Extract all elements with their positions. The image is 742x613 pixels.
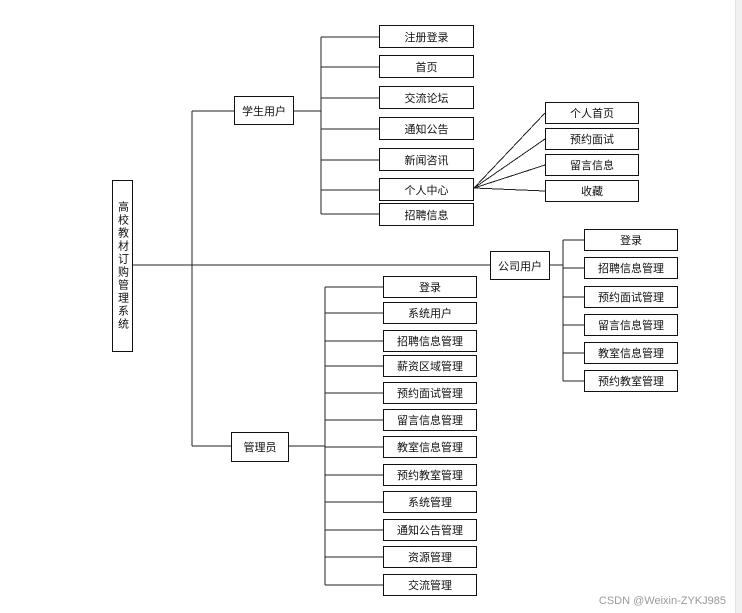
connector-line bbox=[473, 112, 546, 189]
company-item: 登录 bbox=[584, 229, 678, 251]
student-item: 交流论坛 bbox=[379, 86, 474, 109]
root-system-node: 高校教材订购管理系统 bbox=[112, 180, 133, 352]
company-user-node: 公司用户 bbox=[490, 251, 550, 280]
connector-line bbox=[473, 164, 546, 189]
personal-center-item: 预约面试 bbox=[545, 128, 639, 150]
admin-item: 登录 bbox=[383, 276, 477, 298]
student-item-personal-center: 个人中心 bbox=[379, 178, 474, 201]
student-user-node: 学生用户 bbox=[234, 96, 294, 125]
right-edge-strip bbox=[735, 0, 742, 613]
watermark: CSDN @Weixin-ZYKJ985 bbox=[598, 595, 726, 607]
student-item: 首页 bbox=[379, 55, 474, 78]
student-item: 招聘信息 bbox=[379, 203, 474, 226]
personal-center-item: 个人首页 bbox=[545, 102, 639, 124]
company-item: 预约教室管理 bbox=[584, 370, 678, 392]
admin-item: 通知公告管理 bbox=[383, 519, 477, 541]
admin-item: 留言信息管理 bbox=[383, 409, 477, 431]
admin-item: 薪资区域管理 bbox=[383, 355, 477, 377]
connector-line bbox=[473, 138, 546, 189]
admin-item: 招聘信息管理 bbox=[383, 330, 477, 352]
admin-item: 预约面试管理 bbox=[383, 382, 477, 404]
admin-item: 预约教室管理 bbox=[383, 464, 477, 486]
personal-center-item: 留言信息 bbox=[545, 154, 639, 176]
company-item: 预约面试管理 bbox=[584, 286, 678, 308]
admin-item: 系统管理 bbox=[383, 491, 477, 513]
admin-item: 交流管理 bbox=[383, 574, 477, 596]
admin-node: 管理员 bbox=[231, 432, 289, 462]
admin-item: 系统用户 bbox=[383, 302, 477, 324]
admin-item: 资源管理 bbox=[383, 546, 477, 568]
student-item: 通知公告 bbox=[379, 117, 474, 140]
personal-center-item: 收藏 bbox=[545, 180, 639, 202]
student-item: 新闻咨讯 bbox=[379, 148, 474, 171]
company-item: 招聘信息管理 bbox=[584, 257, 678, 279]
company-item: 留言信息管理 bbox=[584, 314, 678, 336]
company-item: 教室信息管理 bbox=[584, 342, 678, 364]
connector-line bbox=[473, 187, 546, 192]
admin-item: 教室信息管理 bbox=[383, 436, 477, 458]
student-item: 注册登录 bbox=[379, 25, 474, 48]
